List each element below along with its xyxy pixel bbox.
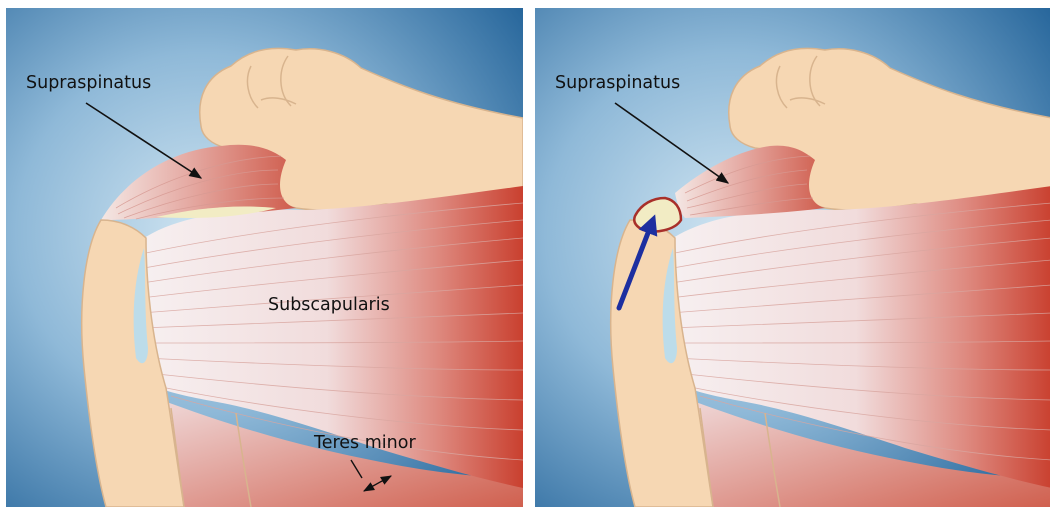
torn-shoulder-panel: Supraspinatus [535,8,1050,507]
label-subscapularis: Subscapularis [268,295,390,315]
normal-shoulder-panel: Supraspinatus Subscapularis Teres minor [6,8,523,507]
label-supraspinatus: Supraspinatus [26,73,151,93]
label-teres-minor: Teres minor [313,433,416,453]
normal-shoulder-illustration: Supraspinatus Subscapularis Teres minor [6,8,523,507]
torn-shoulder-illustration: Supraspinatus [535,8,1050,507]
label-supraspinatus: Supraspinatus [555,73,680,93]
